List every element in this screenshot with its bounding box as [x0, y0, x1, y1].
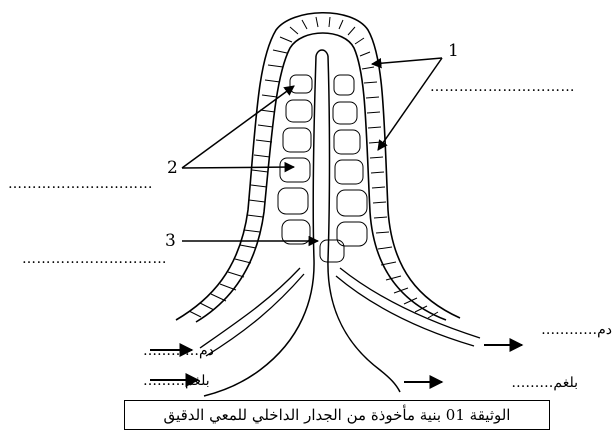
figure-caption: الوثيقة 01 بنية مأخوذة من الجدار الداخلي… [124, 400, 550, 430]
blank-2: ………………………… [8, 176, 153, 192]
blank-1: ………………………… [430, 79, 575, 95]
marker-1: 1 [448, 41, 459, 61]
marker-3: 3 [165, 231, 176, 251]
right-blood-label: دم………… [541, 322, 612, 338]
connective-tissue-cells [278, 75, 367, 262]
marker-2: 2 [167, 158, 178, 178]
right-lymph-label: بلغم……… [511, 375, 578, 391]
marker-2-arrows [182, 86, 294, 168]
blank-3: ………………………… [22, 251, 167, 267]
